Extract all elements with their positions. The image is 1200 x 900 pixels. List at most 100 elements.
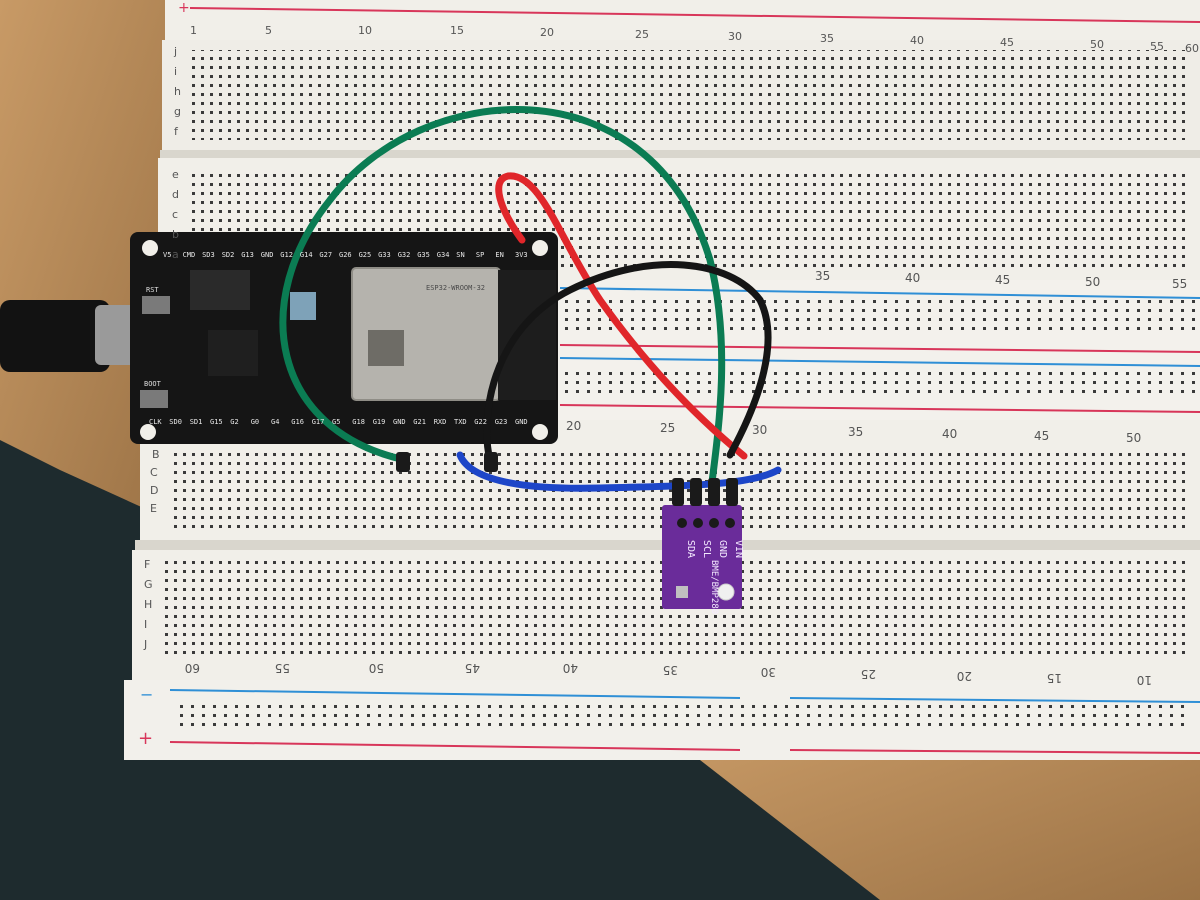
lower-number-20: 20 [566, 419, 581, 433]
mid-number-40: 40 [905, 271, 920, 285]
row-label-b: b [172, 228, 179, 241]
esp32-bottom-pin-labels: CLK SD0 SD1 G15 G2 G0 G4 G16 G17 G5 G18 G19 GND G21 RX… [149, 418, 528, 426]
row-label-upper-D: D [150, 484, 158, 497]
esp32-top-pin-label: G26 [339, 251, 352, 259]
esp32-top-pin-label: G32 [398, 251, 411, 259]
wire-ends [396, 452, 738, 506]
esp32-top-pin-label: G13 [241, 251, 254, 259]
esp32-top-pin-label: EN [495, 251, 503, 259]
row-label-e: e [172, 168, 179, 181]
bottom-number-10: 10 [1137, 673, 1152, 687]
esp32-bottom-pin-label: G18 [352, 418, 365, 426]
lower-number-40: 40 [942, 427, 957, 441]
row-label-upper-G: G [144, 578, 153, 591]
esp32-top-pin-label: G27 [319, 251, 332, 259]
bottom-number-25: 25 [861, 667, 876, 681]
boot-label: BOOT [144, 380, 162, 388]
row-label-g: g [174, 105, 181, 118]
esp32-bottom-pin-label: TXD [454, 418, 467, 426]
esp32-top-pin-label: GND [261, 251, 274, 259]
green-wire [279, 106, 726, 486]
top-number-45: 45 [1000, 36, 1014, 49]
sensor-pin-vin: VIN [733, 540, 744, 558]
top-number-5: 5 [265, 24, 272, 37]
esp32-bottom-pin-label: G17 [312, 418, 325, 426]
bottom-number-20: 20 [957, 669, 972, 683]
wood-desk-left [0, 0, 170, 520]
esp32-top-pin-label: SD3 [202, 251, 215, 259]
esp32-bottom-pin-label: G19 [373, 418, 386, 426]
sensor-pin-scl: SCL [701, 540, 712, 558]
esp32-bottom-pin-label: SD0 [169, 418, 182, 426]
top-number-60: 60 [1185, 42, 1199, 55]
breadboard-top [158, 0, 1200, 280]
esp32-top-pin-label: V5 [163, 251, 171, 259]
row-label-upper-E: E [150, 502, 157, 515]
esp32-bottom-pin-label: G0 [251, 418, 259, 426]
row-label-upper-I: I [144, 618, 147, 631]
row-label-upper-H: H [144, 598, 152, 611]
top-number-50: 50 [1090, 38, 1104, 51]
bottom-number-60: 60 [185, 661, 200, 675]
top-number-30: 30 [728, 30, 742, 43]
bottom-number-50: 50 [369, 661, 384, 675]
row-label-j: j [173, 45, 177, 58]
esp32-bottom-pin-label: G23 [495, 418, 508, 426]
row-label-h: h [174, 85, 181, 98]
esp32-top-pin-label: SP [476, 251, 484, 259]
lower-number-50: 50 [1126, 431, 1141, 445]
top-number-25: 25 [635, 28, 649, 41]
esp32-bottom-pin-label: G21 [413, 418, 426, 426]
lower-number-25: 25 [660, 421, 675, 435]
row-label-upper-J: J [143, 638, 147, 651]
bottom-number-45: 45 [465, 661, 480, 675]
esp32-bottom-pin-label: GND [393, 418, 406, 426]
bottom-number-30: 30 [761, 665, 776, 679]
breadboard-mid-rails [540, 280, 1200, 420]
top-number-40: 40 [910, 34, 924, 47]
esp32-bottom-pin-label: RXD [434, 418, 447, 426]
rail-plus-label: + [138, 728, 153, 749]
rail-minus-label: − [140, 685, 153, 704]
top-number-10: 10 [358, 24, 372, 37]
blue-wire [456, 451, 782, 492]
red-wire [495, 172, 748, 460]
row-label-c: c [172, 208, 178, 221]
top-number-1: 1 [190, 24, 197, 37]
lower-number-45: 45 [1034, 429, 1049, 443]
mid-number-35: 35 [815, 269, 830, 283]
top-number-55: 55 [1150, 40, 1164, 53]
esp32-bottom-pin-label: G2 [230, 418, 238, 426]
row-label-a: a [172, 248, 179, 261]
mid-number-50: 50 [1085, 275, 1100, 289]
esp32-top-pin-label: G25 [359, 251, 372, 259]
top-number-20: 20 [540, 26, 554, 39]
esp32-top-pin-label: SN [456, 251, 464, 259]
lower-number-35: 35 [848, 425, 863, 439]
esp32-bottom-pin-label: G16 [291, 418, 304, 426]
row-label-d: d [172, 188, 179, 201]
esp32-bottom-pin-label: GND [515, 418, 528, 426]
mid-number-55: 55 [1172, 277, 1187, 291]
esp32-bottom-pin-label: G15 [210, 418, 223, 426]
esp32-bottom-pin-label: G5 [332, 418, 340, 426]
esp32-top-pin-label: G35 [417, 251, 430, 259]
esp32-bottom-pin-label: G4 [271, 418, 279, 426]
top-number-15: 15 [450, 24, 464, 37]
wood-desk-right [700, 720, 1200, 900]
black-wire [483, 261, 772, 464]
esp32-bottom-pin-label: CLK [149, 418, 162, 426]
bottom-number-35: 35 [663, 663, 678, 677]
row-label-i: i [174, 65, 177, 78]
esp32-top-pin-label: G12 [280, 251, 293, 259]
sensor-name: BME/BMP280 [709, 560, 719, 614]
esp32-top-pin-label: G14 [300, 251, 313, 259]
mid-number-45: 45 [995, 273, 1010, 287]
esp32-bottom-pin-label: SD1 [190, 418, 203, 426]
rst-label: RST [146, 286, 159, 294]
row-label-upper-F: F [144, 558, 150, 571]
esp32-top-pin-label: 3V3 [515, 251, 528, 259]
lower-number-30: 30 [752, 423, 767, 437]
top-rail-plus-label: + [178, 0, 190, 16]
